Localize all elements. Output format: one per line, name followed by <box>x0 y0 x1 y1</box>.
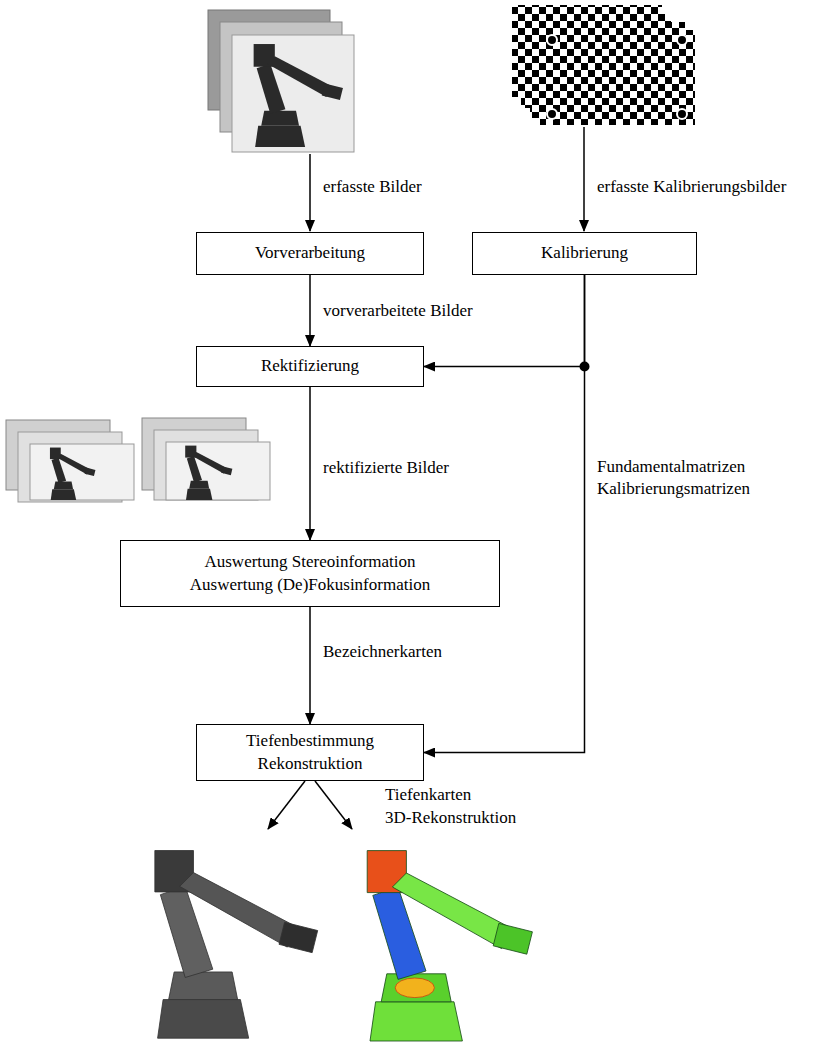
flow-label: Tiefenkarten <box>383 784 473 806</box>
output-arrow <box>315 781 352 829</box>
junction-dot <box>580 362 590 372</box>
input-arrow <box>309 154 311 231</box>
image-stack <box>208 10 354 152</box>
box-text: Kalibrierung <box>541 242 628 264</box>
edge-label: Bezeichnerkarten <box>321 641 444 663</box>
process-box: Vorverarbeitung <box>196 232 424 275</box>
input-arrow <box>583 127 585 231</box>
box-text: Vorverarbeitung <box>255 242 365 264</box>
box-text: Auswertung (De)Fokusinformation <box>190 574 430 596</box>
box-text: Rekonstruktion <box>258 753 363 775</box>
rectified-stack <box>6 418 270 502</box>
process-box: Auswertung StereoinformationAuswertung (… <box>120 540 500 607</box>
box-text: Auswertung Stereoinformation <box>204 551 415 573</box>
edge-label: vorverarbeitete Bilder <box>321 300 475 322</box>
box-text: Rektifizierung <box>261 355 359 377</box>
edge-label: Fundamentalmatrizen Kalibrierungsmatrize… <box>595 456 789 500</box>
depth-map-robot <box>155 851 318 1039</box>
process-box: TiefenbestimmungRekonstruktion <box>196 724 424 781</box>
flow-arrow <box>424 275 585 753</box>
output-arrow <box>268 781 305 829</box>
edge-label: rektifizierte Bilder <box>321 457 451 479</box>
reconstruction-robot <box>367 851 532 1041</box>
box-text: Tiefenbestimmung <box>246 730 374 752</box>
flow-arrow <box>309 275 311 346</box>
flow-label: erfasste Bilder <box>321 176 424 198</box>
flow-arrow <box>309 387 311 540</box>
flow-label: 3D-Rekonstruktion <box>383 807 518 829</box>
process-box: Kalibrierung <box>472 232 697 275</box>
flow-arrow <box>309 607 311 724</box>
process-box: Rektifizierung <box>196 346 424 387</box>
flow-label: erfasste Kalibrierungsbilder <box>595 176 788 198</box>
calibration-stack <box>512 5 695 125</box>
